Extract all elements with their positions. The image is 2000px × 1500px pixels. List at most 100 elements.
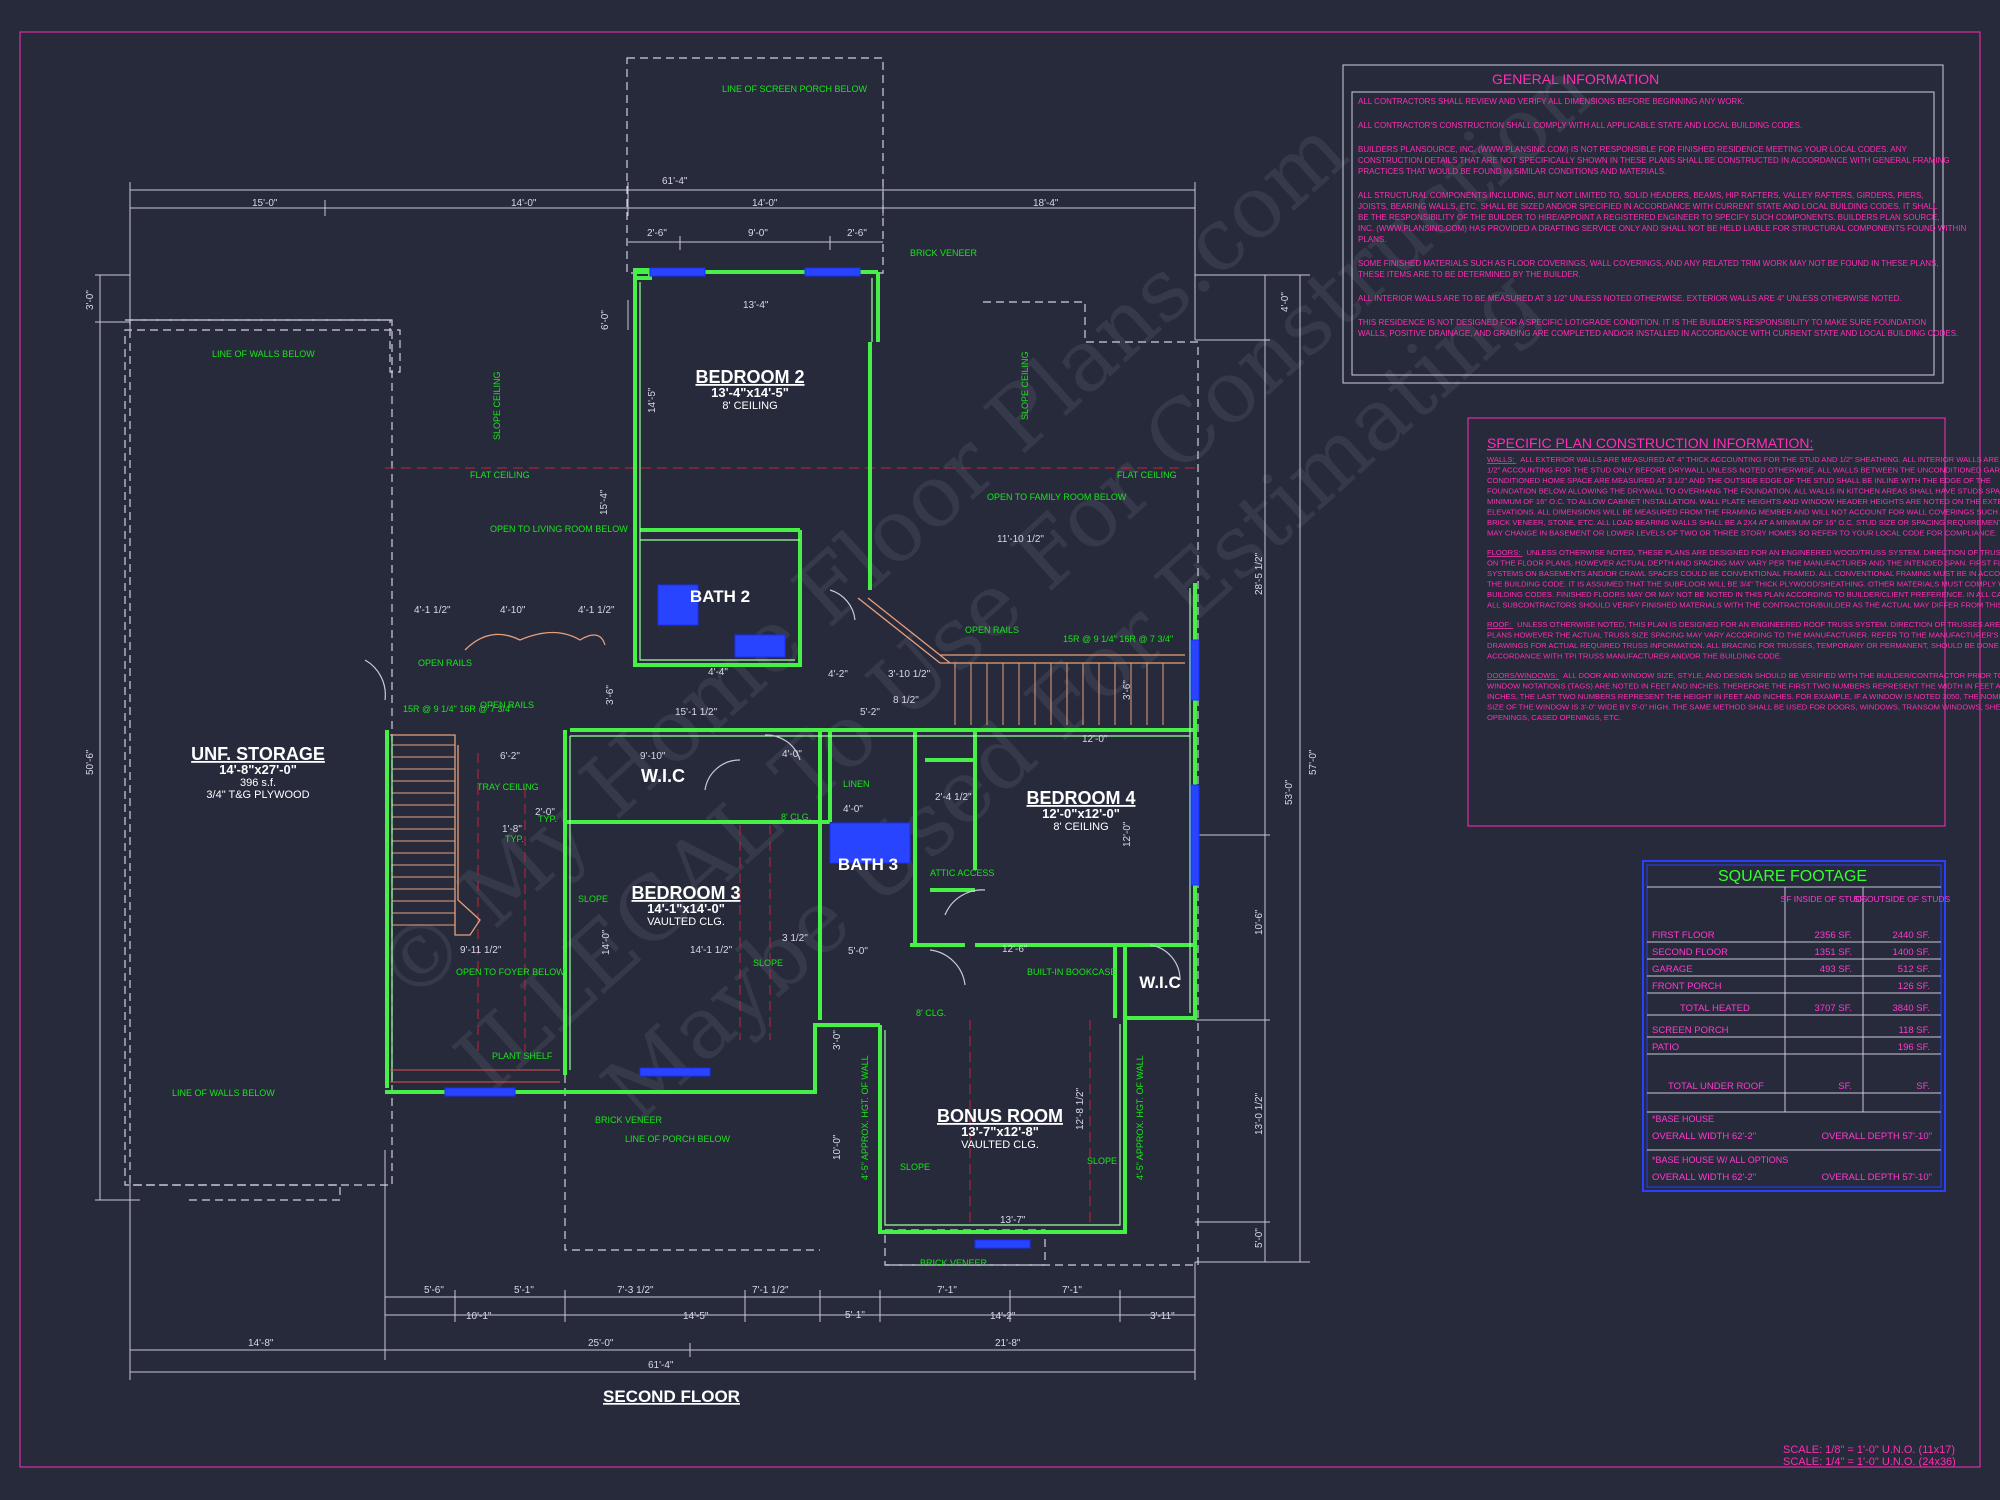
- sheet-border: [19, 31, 1981, 1468]
- general-info-frame: [1342, 64, 1944, 384]
- dim-interior: 3'-0": [832, 1030, 843, 1050]
- note-slope-3: SLOPE: [900, 1162, 930, 1172]
- sqft-row-outside: 196 SF.: [1898, 1042, 1930, 1053]
- dim-interior: 12'-8 1/2": [1075, 1087, 1086, 1130]
- general-info-body: ALL CONTRACTORS SHALL REVIEW AND VERIFY …: [1358, 97, 1966, 338]
- dim-top-sub: 2'-6": [847, 228, 867, 239]
- note-brick-veneer-top: BRICK VENEER: [910, 248, 978, 258]
- specific-plan-label: WALLS:: [1487, 455, 1516, 464]
- note-plant-shelf: PLANT SHELF: [492, 1051, 553, 1061]
- note-stair-a: 15R @ 9 1/4" 16R @ 7 3/4": [403, 704, 513, 714]
- general-info-inner: [1351, 91, 1935, 376]
- dim-top-overall: 61'-4": [662, 176, 688, 187]
- room-name: W.I.C: [1139, 973, 1181, 992]
- dim-interior: 4'-1 1/2": [414, 605, 451, 616]
- dim-interior: 2'-4 1/2": [935, 792, 972, 803]
- dim-interior: 3 1/2": [782, 933, 808, 944]
- scale-line-1: SCALE: 1/8" = 1'-0" U.N.O. (11x17): [1783, 1444, 1955, 1456]
- specific-plan-section: WALLS: ALL EXTERIOR WALLS ARE MEASURED A…: [1487, 455, 2000, 538]
- sqft-row-label: SCREEN PORCH: [1652, 1025, 1729, 1036]
- dim-bottom-segment: 5'-6": [424, 1285, 444, 1296]
- sqft-title: SQUARE FOOTAGE: [1718, 868, 1867, 885]
- sqft-row-outside: SF.: [1916, 1081, 1930, 1092]
- stairs: [390, 597, 1185, 936]
- sqft-row-outside: 512 SF.: [1898, 964, 1930, 975]
- dim-right-b: 57'-0": [1308, 749, 1319, 775]
- specific-plan-section: DOORS/WINDOWS: ALL DOOR AND WINDOW SIZE,…: [1487, 671, 2000, 722]
- room-size: 14'-1"x14'-0": [647, 901, 725, 916]
- dim-bottom-segment-2: 14'-5": [683, 1311, 709, 1322]
- note-slope-1: SLOPE: [578, 894, 608, 904]
- dim-right-a: 4'-0": [1280, 292, 1291, 312]
- general-info-paragraph: THIS RESIDENCE IS NOT DESIGNED FOR A SPE…: [1358, 318, 1958, 338]
- sqft-row-label: TOTAL HEATED: [1680, 1003, 1750, 1014]
- sqft-col-outside: SF OUTSIDE OF STUDS: [1854, 894, 1951, 904]
- dim-bottom-segment-3: 21'-8": [995, 1338, 1021, 1349]
- note-open-living: OPEN TO LIVING ROOM BELOW: [490, 524, 628, 534]
- note-typ-b: TYP.: [505, 834, 524, 844]
- wall-inner-lines: [391, 278, 1191, 1226]
- dim-bottom-segment-3: 14'-8": [248, 1338, 274, 1349]
- sqft-row-label: TOTAL UNDER ROOF: [1668, 1081, 1764, 1092]
- note-clg-8a: 8' CLG.: [781, 812, 811, 822]
- sqft-row-label: FRONT PORCH: [1652, 981, 1722, 992]
- room-name: BATH 2: [690, 587, 750, 606]
- specific-plan-label: FLOORS:: [1487, 548, 1522, 557]
- note-brick-veneer-bot: BRICK VENEER: [920, 1258, 988, 1268]
- note-open-family: OPEN TO FAMILY ROOM BELOW: [987, 492, 1127, 502]
- sqft-row-label: SECOND FLOOR: [1652, 947, 1728, 958]
- dim-bottom-segment-2: 3'-11": [1150, 1311, 1175, 1322]
- general-info-paragraph: ALL CONTRACTOR'S CONSTRUCTION SHALL COMP…: [1358, 121, 1802, 130]
- note-slope-ceiling-a: SLOPE CEILING: [492, 371, 502, 440]
- dim-right-b: 53'-0": [1284, 779, 1295, 805]
- stair-treads: [392, 663, 1164, 926]
- dim-interior: 6'-0": [600, 310, 611, 330]
- room-size: 13'-4"x14'-5": [711, 385, 789, 400]
- dim-interior: 6'-2": [500, 751, 520, 762]
- sqft-frame: [1642, 860, 1946, 1192]
- note-clg-8b: 8' CLG.: [916, 1008, 946, 1018]
- note-open-rails-a: OPEN RAILS: [418, 658, 472, 668]
- dim-interior: 3'-10 1/2": [888, 669, 931, 680]
- sqft-base-width: OVERALL WIDTH 62'-2": [1652, 1131, 1756, 1142]
- dim-top-segment: 14'-0": [511, 198, 537, 209]
- dim-interior: 3'-6": [605, 685, 616, 705]
- dim-bottom-segment-3: 25'-0": [588, 1338, 614, 1349]
- dim-left-a: 3'-0": [85, 290, 96, 310]
- specific-plan-body: WALLS: ALL EXTERIOR WALLS ARE MEASURED A…: [1487, 455, 2000, 722]
- dim-interior: 12'-0": [1122, 821, 1133, 847]
- specific-plan-title: SPECIFIC PLAN CONSTRUCTION INFORMATION:: [1487, 435, 1813, 451]
- sqft-row-outside: 1400 SF.: [1893, 947, 1931, 958]
- room-size: 14'-8"x27'-0": [219, 762, 297, 777]
- room-ceiling: 8' CEILING: [722, 400, 777, 412]
- dim-interior: 13'-7": [1000, 1215, 1026, 1226]
- dim-right-a: 13'-0 1/2": [1254, 1092, 1265, 1135]
- note-linen: LINEN: [843, 779, 870, 789]
- dim-interior: 5'-0": [848, 946, 868, 957]
- note-open-rails-b: OPEN RAILS: [965, 625, 1019, 635]
- sqft-opt-width: OVERALL WIDTH 62'-2": [1652, 1172, 1756, 1183]
- note-attic-access: ATTIC ACCESS: [930, 868, 994, 878]
- note-open-rails-c: OPEN RAILS: [480, 700, 534, 710]
- dim-top-segment: 15'-0": [252, 198, 278, 209]
- dim-right-a: 5'-0": [1254, 1228, 1265, 1248]
- note-brick-veneer-mid: BRICK VENEER: [595, 1115, 663, 1125]
- note-stair-b: 15R @ 9 1/4" 16R @ 7 3/4": [1063, 634, 1173, 644]
- dim-left-b: 50'-6": [85, 749, 96, 775]
- sqft-opt-depth: OVERALL DEPTH 57'-10": [1822, 1172, 1932, 1183]
- note-approx-ht-b: 4'-5" APPROX. HGT. OF WALL: [1135, 1055, 1145, 1180]
- dim-interior: 4'-0": [782, 749, 802, 760]
- dim-interior: 12'-0": [1082, 734, 1108, 745]
- dim-interior: 15'-4": [599, 489, 610, 515]
- sqft-row-inside: 3707 SF.: [1815, 1003, 1853, 1014]
- reference-lines: [385, 467, 1195, 1225]
- dim-interior: 14'-5": [647, 387, 658, 413]
- room-name: BEDROOM 2: [695, 367, 804, 387]
- note-porch-below: LINE OF PORCH BELOW: [625, 1134, 731, 1144]
- dim-top-segment: 14'-0": [752, 198, 778, 209]
- general-info-paragraph: ALL STRUCTURAL COMPONENTS INCLUDING, BUT…: [1358, 191, 1966, 244]
- room-area: 396 s.f.: [240, 777, 276, 789]
- dim-bottom-segment: 5'-1": [845, 1310, 865, 1321]
- general-info-paragraph: BUILDERS PLANSOURCE, INC. (WWW.PLANSINC.…: [1358, 145, 1950, 176]
- note-built-in: BUILT-IN BOOKCASE: [1027, 967, 1116, 977]
